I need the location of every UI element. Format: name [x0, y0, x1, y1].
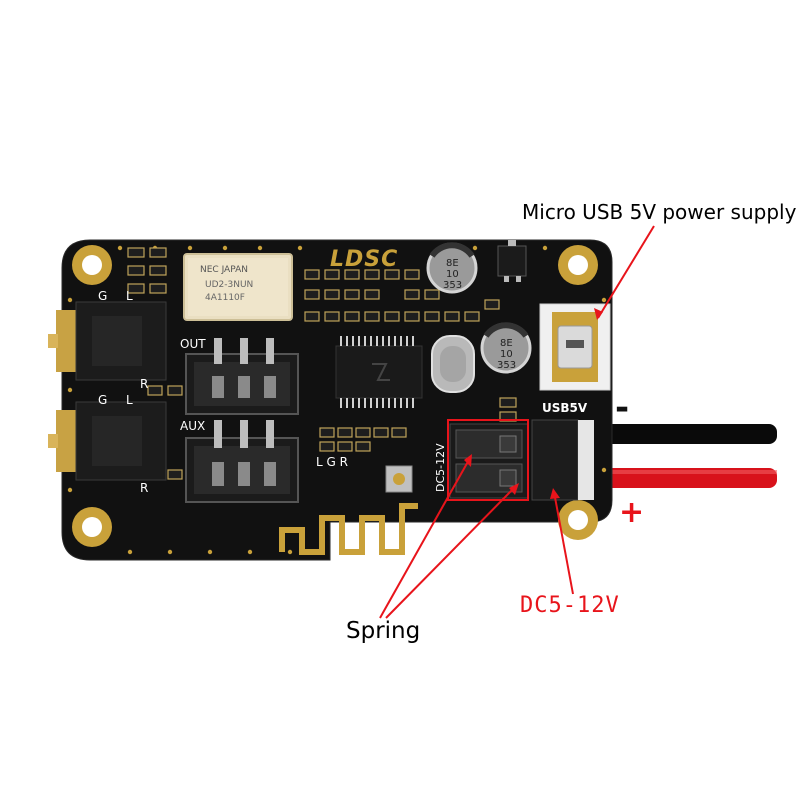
spring-terminal: [449, 419, 594, 501]
spring-callout: Spring: [346, 618, 421, 644]
label-l-bottom: L: [126, 393, 133, 407]
pcb-antenna: [279, 503, 418, 555]
audio-jack-bottom: [48, 401, 167, 481]
relay: NEC JAPAN UD2-3NUN 4A1110F: [183, 253, 293, 321]
label-aux: AUX: [180, 419, 205, 433]
label-r-top: R: [140, 377, 148, 391]
relay-text-3: 4A1110F: [205, 293, 245, 303]
callout-arrows: [379, 225, 655, 619]
relay-text-1: NEC JAPAN: [200, 265, 248, 275]
svg-text:353: 353: [497, 360, 516, 371]
dc-input-callout: DC5-12V: [520, 593, 620, 618]
regulator: [497, 245, 527, 277]
arrow-spring-2: [385, 485, 517, 619]
power-wires: [585, 424, 777, 488]
arrow-spring-1: [379, 457, 471, 619]
capacitor-2: 8E 10 353: [480, 322, 532, 374]
header-out: [185, 338, 299, 415]
arrow-dc: [553, 491, 574, 595]
micro-usb-port: [539, 303, 611, 391]
minus-sign: -: [615, 388, 630, 428]
board-logo: LDSC: [330, 247, 398, 272]
label-g-top: G: [98, 289, 107, 303]
label-out: OUT: [180, 337, 206, 351]
label-g-bottom: G: [98, 393, 107, 407]
plus-sign: +: [619, 495, 645, 530]
capacitor-1: 8E 10 353: [426, 242, 478, 294]
label-usb5v: USB5V: [542, 401, 588, 415]
svg-text:8E: 8E: [446, 258, 459, 269]
header-aux: [185, 420, 299, 503]
audio-jack-top: [48, 301, 167, 381]
relay-text-2: UD2-3NUN: [205, 280, 253, 290]
svg-text:353: 353: [443, 280, 462, 291]
spring-highlight-box: [447, 419, 529, 501]
svg-text:10: 10: [446, 269, 459, 280]
label-lgr: L G R: [316, 455, 348, 469]
crystal-oscillator: [431, 335, 475, 393]
label-dc: DC5-12V: [434, 443, 447, 492]
svg-text:10: 10: [500, 349, 513, 360]
usb-power-callout: Micro USB 5V power supply: [522, 200, 797, 224]
label-l-top: L: [126, 289, 133, 303]
arrow-usb: [597, 225, 655, 319]
main-chip: [335, 336, 423, 408]
mounting-holes: [72, 245, 598, 547]
black-wire: [585, 424, 777, 444]
svg-text:8E: 8E: [500, 338, 513, 349]
label-r-bottom: R: [140, 481, 148, 495]
